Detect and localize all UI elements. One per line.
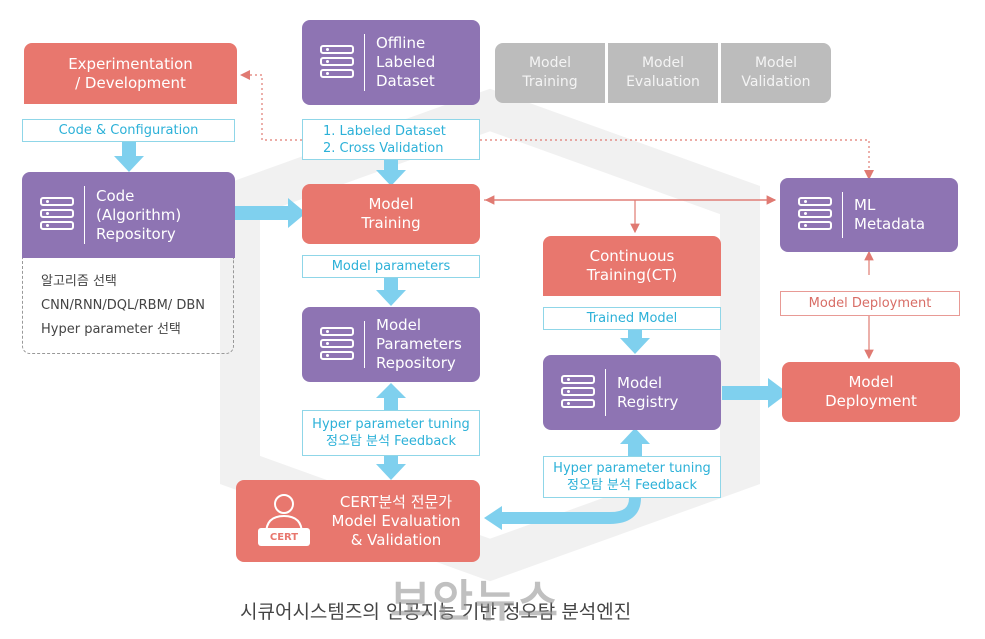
algorithm-note: 알고리즘 선택 CNN/RNN/DQL/RBM/ DBN Hyper param… bbox=[22, 258, 234, 354]
note-line-1: 알고리즘 선택 bbox=[41, 274, 117, 289]
cert-evaluation-label: CERT분석 전문가 Model Evaluation & Validation bbox=[331, 492, 461, 549]
code-config-label: Code & Configuration bbox=[22, 119, 235, 142]
database-icon bbox=[40, 197, 74, 233]
params-repository-label: Model Parameters Repository bbox=[376, 316, 462, 372]
dataset-steps-label: 1. Labeled Dataset 2. Cross Validation bbox=[302, 119, 480, 160]
gray-model-validation: Model Validation bbox=[721, 43, 831, 103]
code-repository-node: Code (Algorithm) Repository bbox=[22, 172, 235, 258]
hyper-tuning-left-label: Hyper parameter tuning 정오탐 분석 Feedback bbox=[302, 410, 480, 456]
cert-evaluation-node: CERT CERT분석 전문가 Model Evaluation & Valid… bbox=[236, 480, 480, 562]
continuous-training-node: Continuous Training(CT) bbox=[543, 236, 721, 296]
ml-metadata-label: ML Metadata bbox=[854, 196, 926, 233]
ml-metadata-node: ML Metadata bbox=[780, 178, 958, 252]
params-repository-node: Model Parameters Repository bbox=[302, 307, 480, 382]
hyper-tuning-right-label: Hyper parameter tuning 정오탐 분석 Feedback bbox=[543, 456, 721, 498]
trained-model-label: Trained Model bbox=[543, 307, 721, 330]
figure-caption: 시큐어시스템즈의 인공지능 기반 정오탐 분석엔진 bbox=[240, 601, 632, 623]
cert-expert-icon bbox=[258, 494, 310, 546]
model-training-node: Model Training bbox=[302, 184, 480, 244]
gray-model-training: Model Training bbox=[495, 43, 605, 103]
model-parameters-label: Model parameters bbox=[302, 255, 480, 278]
cert-badge-label: CERT bbox=[269, 532, 299, 543]
database-icon bbox=[798, 197, 832, 233]
note-line-2: CNN/RNN/DQL/RBM/ DBN bbox=[41, 298, 205, 313]
experimentation-node: Experimentation / Development bbox=[24, 43, 237, 104]
offline-dataset-node: Offline Labeled Dataset bbox=[302, 20, 480, 105]
offline-dataset-label: Offline Labeled Dataset bbox=[376, 34, 436, 90]
note-line-3: Hyper parameter 선택 bbox=[41, 322, 181, 337]
database-icon bbox=[320, 326, 354, 363]
news-watermark: 보안뉴스 bbox=[390, 576, 560, 627]
database-icon bbox=[561, 374, 595, 411]
model-deployment-node: Model Deployment bbox=[782, 362, 960, 422]
database-icon bbox=[320, 44, 354, 81]
code-repository-label: Code (Algorithm) Repository bbox=[96, 186, 182, 243]
gray-model-evaluation: Model Evaluation bbox=[608, 43, 718, 103]
model-registry-label: Model Registry bbox=[617, 373, 679, 411]
model-registry-node: Model Registry bbox=[543, 355, 721, 430]
model-deployment-link-label: Model Deployment bbox=[780, 291, 960, 316]
